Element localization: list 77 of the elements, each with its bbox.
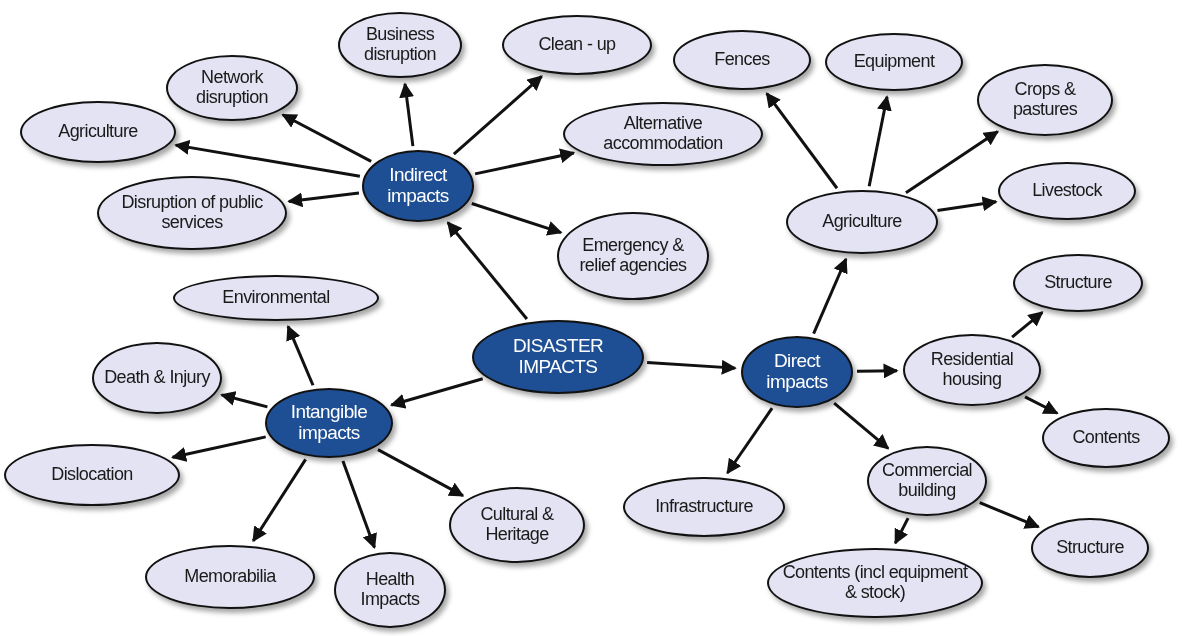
- arrow: [474, 148, 576, 176]
- node-label: Cultural & Heritage: [479, 505, 555, 545]
- arrow: [281, 113, 372, 163]
- node-label: Clean - up: [538, 35, 616, 55]
- node-label: Emergency & relief agencies: [578, 236, 688, 276]
- arrow: [979, 501, 1040, 529]
- node-label: Equipment: [853, 52, 935, 72]
- arrow: [471, 202, 563, 236]
- arrow: [389, 377, 484, 409]
- arrow: [833, 402, 890, 450]
- impact-ellipse: [623, 477, 785, 537]
- impact-ellipse: [449, 487, 585, 563]
- node-label: Agriculture: [58, 122, 138, 142]
- arrow: [765, 92, 839, 190]
- node-label: Contents (incl equipment & stock): [781, 563, 969, 603]
- node-label: Infrastructure: [655, 497, 753, 517]
- node-label: Residential housing: [929, 350, 1015, 390]
- node-label: DISASTER IMPACTS: [511, 336, 605, 378]
- hub-ellipse: [265, 388, 393, 458]
- impact-ellipse: [166, 55, 298, 121]
- impact-ellipse: [20, 101, 176, 163]
- impact-ellipse: [1042, 408, 1170, 468]
- arrow: [867, 95, 892, 187]
- node-label: Memorabilia: [184, 567, 276, 587]
- impact-ellipse: [867, 446, 987, 516]
- hub-ellipse: [362, 150, 474, 222]
- arrow: [726, 407, 774, 475]
- node-label: Commercial building: [881, 461, 973, 501]
- impact-ellipse: [4, 444, 180, 506]
- arrow: [377, 448, 465, 497]
- arrow: [812, 257, 848, 335]
- node-label: Crops & pastures: [1011, 80, 1079, 120]
- impact-ellipse: [173, 275, 379, 321]
- node-label: Direct impacts: [765, 351, 829, 393]
- arrow: [171, 435, 267, 462]
- arrow: [446, 221, 529, 320]
- impact-ellipse: [825, 33, 963, 91]
- node-label: Livestock: [1032, 181, 1102, 201]
- arrow: [399, 82, 415, 147]
- node-label: Alternative accommodation: [602, 114, 724, 154]
- arrow: [905, 130, 999, 194]
- arrow: [174, 139, 361, 178]
- arrow: [452, 75, 543, 156]
- arrow: [1011, 311, 1044, 339]
- impact-ellipse: [557, 212, 709, 300]
- arrow: [856, 363, 899, 379]
- node-label: Agriculture: [822, 212, 902, 232]
- node-label: Intangible impacts: [289, 402, 369, 444]
- arrow: [1024, 395, 1059, 415]
- node-label: Contents: [1072, 428, 1140, 448]
- arrow: [251, 458, 307, 543]
- node-label: Business disruption: [362, 25, 438, 65]
- arrow: [647, 359, 737, 375]
- node-label: Network disruption: [194, 68, 270, 108]
- impact-ellipse: [903, 334, 1041, 406]
- node-label: Death & Injury: [104, 368, 210, 388]
- node-label: Structure: [1044, 273, 1112, 293]
- node-label: Indirect impacts: [386, 165, 450, 207]
- arrow: [894, 517, 910, 545]
- node-label: Fences: [714, 50, 770, 70]
- impact-ellipse: [998, 162, 1136, 220]
- arrow: [287, 191, 360, 208]
- impact-ellipse: [1031, 518, 1149, 578]
- impact-ellipse: [1013, 254, 1143, 312]
- node-label: Environmental: [222, 288, 330, 308]
- node-label: Health Impacts: [359, 570, 421, 610]
- impact-ellipse: [502, 15, 652, 75]
- node-label: Dislocation: [51, 465, 133, 485]
- impact-ellipse: [786, 190, 938, 254]
- arrow: [286, 325, 315, 386]
- impact-ellipse: [563, 102, 763, 166]
- arrow: [937, 196, 998, 213]
- arrow: [341, 460, 377, 549]
- node-label: Disruption of public services: [120, 193, 264, 233]
- node-label: Structure: [1056, 538, 1124, 558]
- arrow: [220, 391, 268, 409]
- impact-ellipse: [673, 30, 811, 90]
